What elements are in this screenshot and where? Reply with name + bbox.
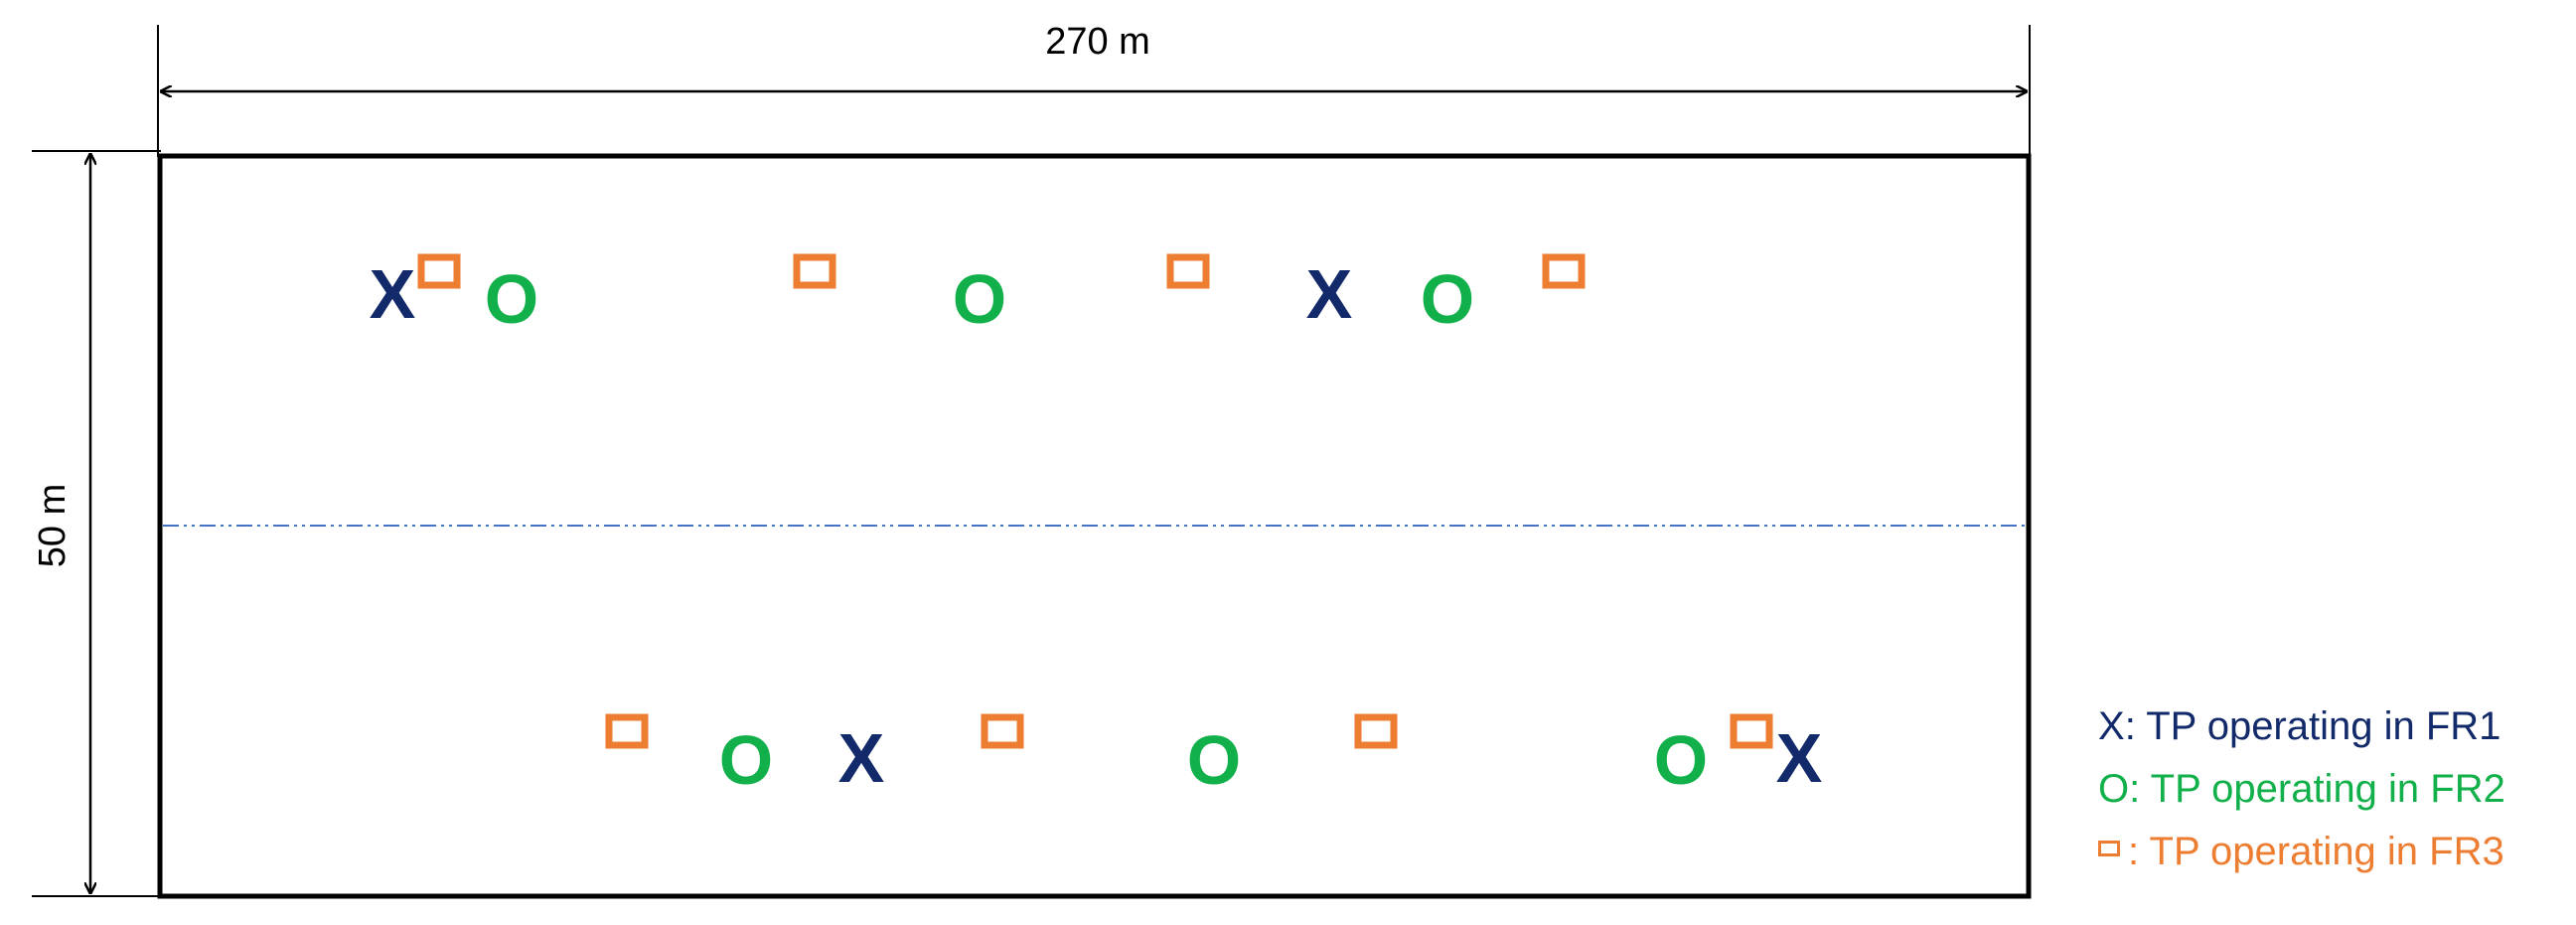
fr1-markers: X X X X <box>370 255 1823 797</box>
legend-fr2-symbol: O <box>2098 767 2130 811</box>
legend-fr1-symbol: X <box>2098 704 2125 748</box>
fr2-marker: O <box>719 721 773 799</box>
fr1-marker: X <box>1306 255 1353 333</box>
fr2-markers: O O O O O O <box>485 260 1708 799</box>
fr3-marker-square-icon <box>1166 253 1210 289</box>
fr3-marker-square-icon <box>793 253 836 289</box>
square-icon <box>2098 840 2120 856</box>
fr3-marker-square-icon <box>417 253 461 289</box>
height-label: 50 m <box>32 484 74 567</box>
fr3-marker-square-icon <box>1730 713 1773 749</box>
legend-fr3-text: : TP operating in FR3 <box>2128 830 2504 873</box>
legend-fr1-text: : TP operating in FR1 <box>2124 704 2501 748</box>
legend-fr3: : TP operating in FR3 <box>2098 821 2505 883</box>
fr1-marker: X <box>1776 719 1823 797</box>
height-dimension: 50 m <box>32 150 161 897</box>
fr3-marker-square-icon <box>981 713 1024 749</box>
fr2-marker: O <box>485 260 538 338</box>
fr2-marker: O <box>953 260 1006 338</box>
fr2-marker: O <box>1654 721 1708 799</box>
fr2-marker: O <box>1421 260 1474 338</box>
width-dimension: 270 m <box>157 21 2031 157</box>
legend-fr1: X: TP operating in FR1 <box>2098 695 2505 758</box>
area-frame <box>157 153 2032 899</box>
fr3-markers <box>417 253 1773 749</box>
fr3-marker-square-icon <box>1354 713 1398 749</box>
fr1-marker: X <box>370 255 416 333</box>
legend-fr2: O: TP operating in FR2 <box>2098 758 2505 821</box>
fr3-marker-square-icon <box>605 713 649 749</box>
fr2-marker: O <box>1187 721 1241 799</box>
fr1-marker: X <box>838 719 885 797</box>
fr3-marker-square-icon <box>1542 253 1586 289</box>
legend: X: TP operating in FR1 O: TP operating i… <box>2098 695 2505 883</box>
legend-fr2-text: : TP operating in FR2 <box>2129 767 2505 811</box>
width-label: 270 m <box>1045 21 1150 63</box>
